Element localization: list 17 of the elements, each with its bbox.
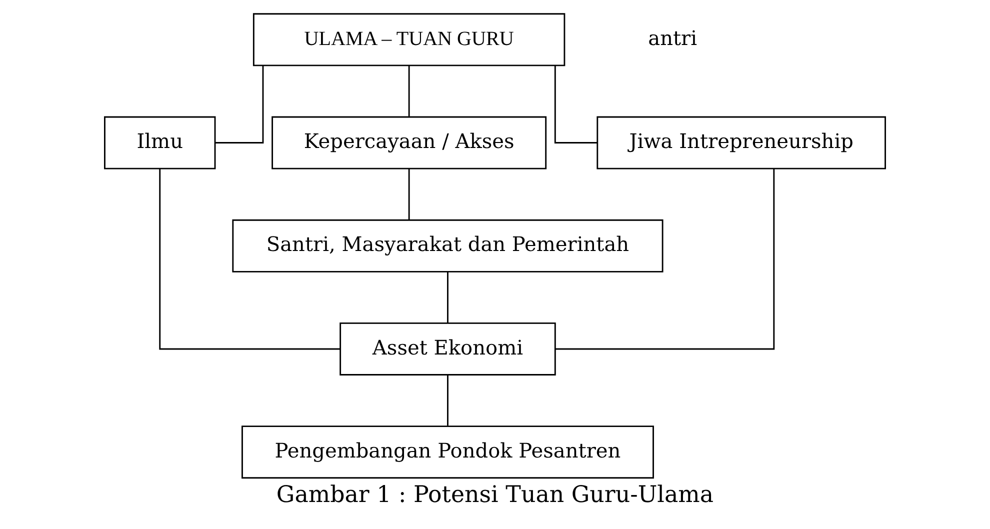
node-box: Jiwa Intrepreneurship xyxy=(596,116,886,170)
connector xyxy=(555,168,775,350)
node-box: Santri, Masyarakat dan Pemerintah xyxy=(232,219,664,272)
connector xyxy=(408,168,410,220)
connector xyxy=(215,66,264,144)
node-box: Pengembangan Pondok Pesantren xyxy=(242,426,654,479)
node-box: Ilmu xyxy=(104,116,216,170)
connector xyxy=(447,375,448,426)
node-box: ULAMA – TUAN GURU xyxy=(252,13,566,66)
connector xyxy=(554,66,598,144)
connector xyxy=(159,168,340,350)
node-box: Asset Ekonomi xyxy=(340,322,556,376)
connector xyxy=(447,272,448,323)
label: antri xyxy=(648,26,698,50)
caption: Gambar 1 : Potensi Tuan Guru-Ulama xyxy=(276,482,714,508)
node-box: Kepercayaan / Akses xyxy=(272,116,547,170)
connector xyxy=(408,66,410,116)
